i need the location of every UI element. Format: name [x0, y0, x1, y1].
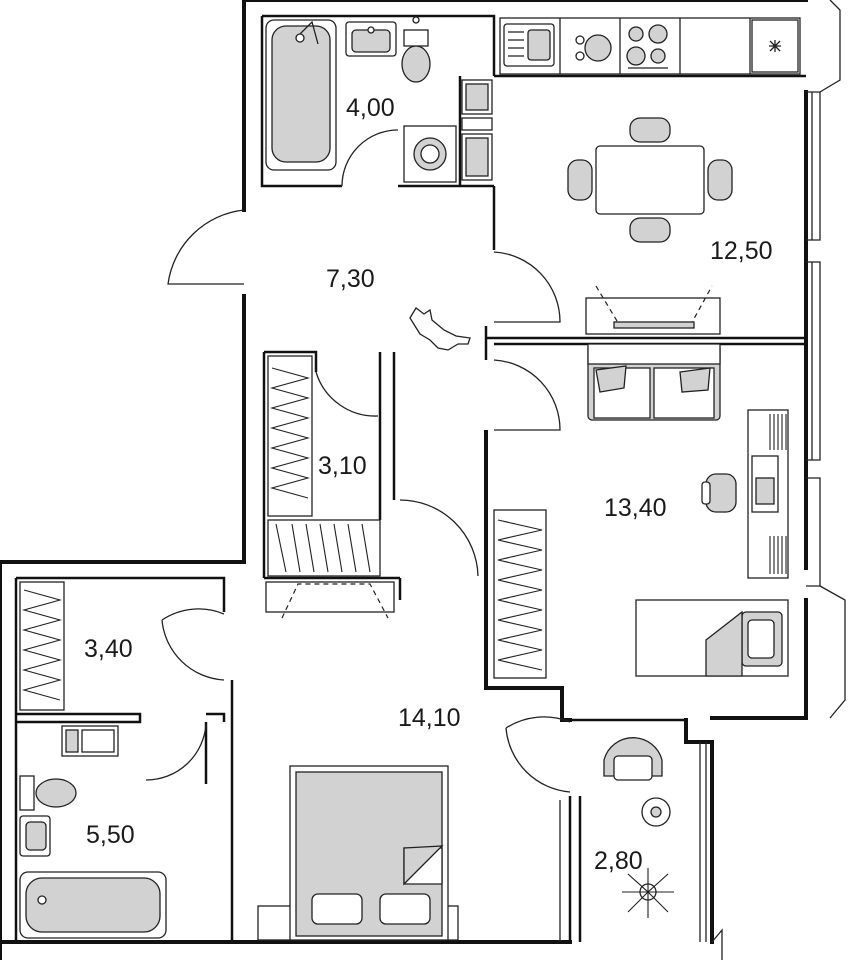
room-area-label: 3,10: [318, 452, 367, 480]
sofa-icon: [587, 343, 721, 421]
wardrobe-icon: [493, 509, 547, 679]
bathtub-icon: [265, 19, 337, 171]
toilet-icon: [19, 775, 77, 811]
washing-machine-icon: [403, 125, 457, 183]
plant-icon: [622, 868, 674, 918]
room-area-label: 4,00: [346, 94, 395, 122]
fridge-icon: [751, 19, 799, 73]
office-chair-icon: [701, 473, 737, 513]
doors: [145, 129, 571, 793]
room-area-label: 12,50: [710, 237, 773, 265]
wardrobe-icon: [267, 355, 381, 577]
toilet-icon: [401, 16, 431, 83]
cat-icon: [409, 307, 471, 351]
room-area-label: 13,40: [604, 494, 667, 522]
room-area-label: 5,50: [86, 821, 135, 849]
bed-icon: [257, 765, 459, 941]
desk-icon: [747, 409, 789, 579]
coffee-table-icon: [641, 797, 671, 827]
washing-machine-icon: [61, 725, 119, 757]
room-area-label: 14,10: [398, 704, 461, 732]
dishwasher-icon: [575, 34, 612, 62]
room-labels: 4,00 7,30 12,50 3,10 13,40 3,40 14,10 5,…: [84, 94, 773, 875]
bathtub-icon: [19, 871, 167, 939]
sink-icon: [19, 815, 51, 857]
armchair-icon: [603, 737, 663, 781]
dining-table-icon: [567, 117, 733, 243]
shelves-icon: [461, 79, 493, 181]
wardrobe-icon: [19, 581, 65, 711]
stove-icon: [626, 24, 668, 69]
sink-icon: [345, 21, 397, 57]
kitchen-sink-icon: [503, 23, 555, 67]
cabinet-icon: [265, 581, 395, 619]
room-area-label: 2,80: [594, 847, 643, 875]
room-area-label: 7,30: [326, 265, 375, 293]
room-area-label: 3,40: [84, 635, 133, 663]
bed-icon: [635, 599, 789, 677]
tv-icon: [585, 285, 721, 335]
